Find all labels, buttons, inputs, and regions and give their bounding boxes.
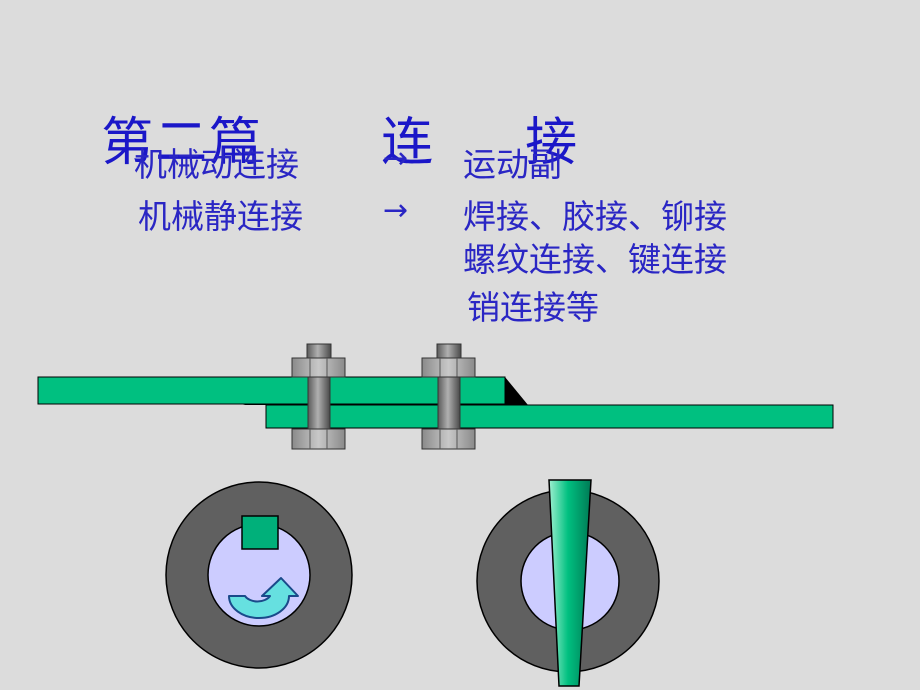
bolted-joint-diagram	[37, 343, 834, 450]
upper-plate	[37, 376, 506, 405]
pin-connection-diagram	[476, 479, 660, 687]
rotation-arrow-icon	[228, 577, 299, 619]
bolt-head-top	[436, 343, 462, 359]
lower-plate	[265, 404, 834, 429]
bolt-head-top	[306, 343, 332, 359]
static-connection-label: 机械静连接	[138, 197, 303, 236]
kinematic-pair-label: 运动副	[463, 145, 562, 184]
bolt-shank	[307, 376, 331, 430]
static-types-line-1: 焊接、胶接、铆接	[463, 197, 727, 236]
bolt-shank	[437, 376, 461, 430]
arrow-icon: →	[383, 141, 409, 176]
key	[241, 515, 279, 550]
nut-bottom	[291, 428, 346, 450]
nut-top	[291, 357, 346, 378]
nut-bottom	[421, 428, 476, 450]
nut-top	[421, 357, 476, 378]
taper-pin	[548, 479, 592, 687]
key-connection-diagram	[165, 481, 353, 669]
title-topic-char2: 接	[525, 113, 580, 173]
page-title: 第二篇 连 接	[64, 40, 579, 175]
static-types-line-3: 销连接等	[467, 288, 599, 327]
arrow-icon: →	[383, 193, 409, 228]
bolt-right	[421, 343, 476, 450]
title-topic-char1: 连	[381, 113, 436, 173]
title-part: 第二篇	[101, 113, 264, 173]
static-types-line-2: 螺纹连接、键连接	[463, 240, 727, 279]
dynamic-connection-label: 机械动连接	[134, 145, 299, 184]
bolt-left	[291, 343, 346, 450]
